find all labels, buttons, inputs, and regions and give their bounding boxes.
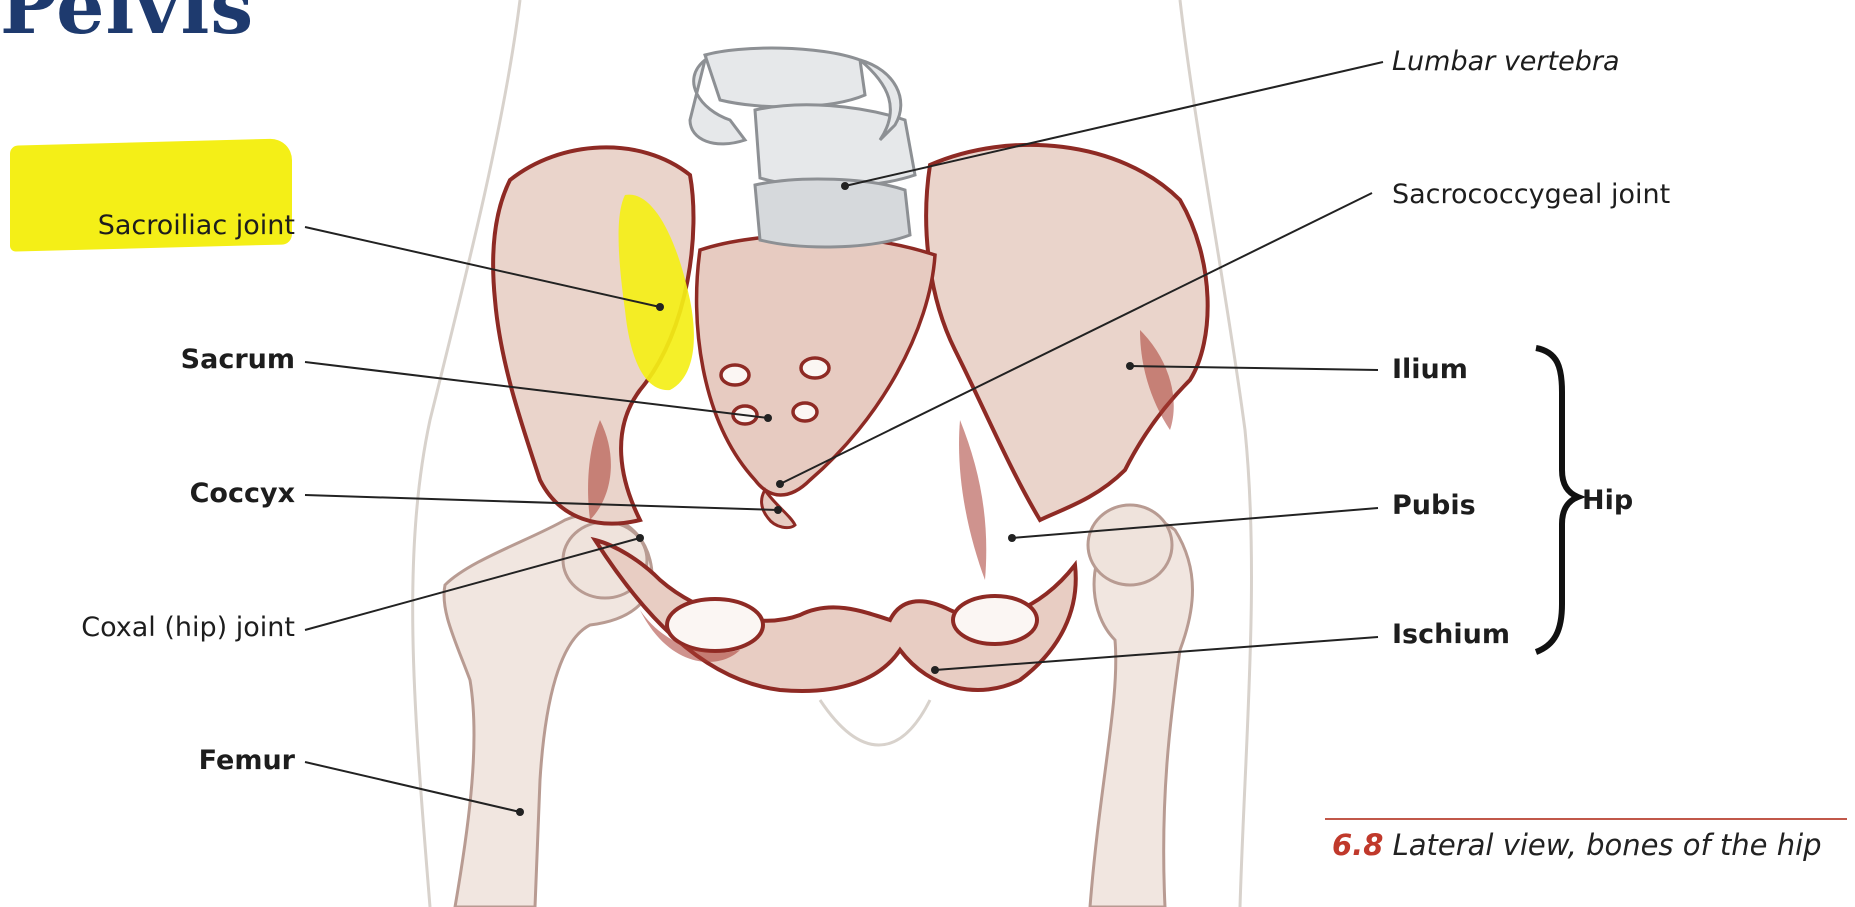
label-lumbar-vertebra: Lumbar vertebra xyxy=(1392,44,1620,80)
label-sacrococcygeal-joint: Sacrococcygeal joint xyxy=(1392,177,1670,213)
label-sacroiliac-joint: Sacroiliac joint xyxy=(40,208,295,244)
label-coccyx: Coccyx xyxy=(40,476,295,512)
caption-text: Lateral view, bones of the hip xyxy=(1393,828,1822,862)
label-ilium: Ilium xyxy=(1392,352,1468,388)
leader-coccyx xyxy=(305,495,778,510)
caption-rule xyxy=(1325,818,1847,820)
label-ischium: Ischium xyxy=(1392,617,1510,653)
leader-pubis xyxy=(1012,508,1378,538)
label-pubis: Pubis xyxy=(1392,488,1476,524)
sacrum xyxy=(697,236,935,495)
label-hip: Hip xyxy=(1582,483,1633,519)
obturator-right xyxy=(953,596,1037,644)
lumbar-vertebra xyxy=(690,48,915,247)
label-sacrum: Sacrum xyxy=(40,342,295,378)
figure-caption: 6.8 Lateral view, bones of the hip xyxy=(1332,828,1822,862)
label-femur: Femur xyxy=(40,743,295,779)
caption-number: 6.8 xyxy=(1332,828,1383,862)
femur-right xyxy=(1088,505,1193,907)
hip-bracket xyxy=(1536,348,1578,652)
obturator-left xyxy=(667,599,763,651)
label-coxal-joint: Coxal (hip) joint xyxy=(10,610,295,646)
